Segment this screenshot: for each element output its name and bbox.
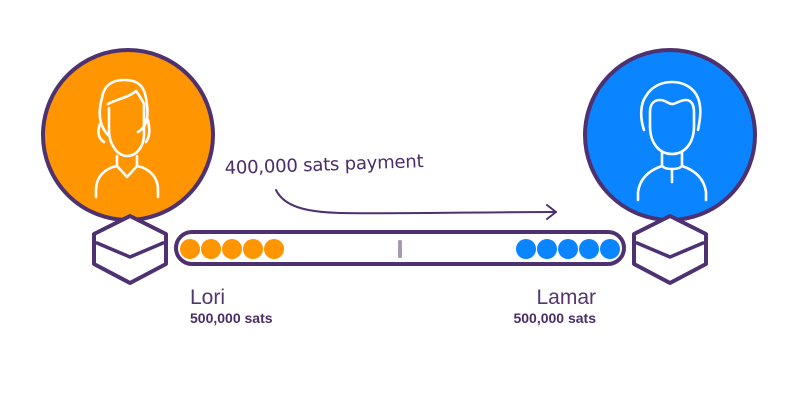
lamar-name: Lamar <box>536 286 596 309</box>
lamar-node-icon <box>632 214 708 285</box>
lamar-label: Lamar 500,000 sats <box>480 286 596 326</box>
lori-name: Lori <box>190 286 226 309</box>
lamar-avatar <box>583 48 757 222</box>
woman-icon <box>94 78 160 199</box>
lori-balance-dots <box>180 239 284 259</box>
lori-label: Lori 500,000 sats <box>190 286 273 326</box>
payment-arrow-icon <box>275 189 557 220</box>
lori-avatar <box>41 48 215 222</box>
lori-node-icon <box>92 214 168 285</box>
lamar-balance-dots <box>516 239 620 259</box>
payment-channel <box>174 230 626 266</box>
channel-midpoint-marker <box>398 240 402 258</box>
lori-balance: 500,000 sats <box>190 310 273 326</box>
man-icon <box>636 80 708 202</box>
lamar-balance: 500,000 sats <box>513 310 596 326</box>
